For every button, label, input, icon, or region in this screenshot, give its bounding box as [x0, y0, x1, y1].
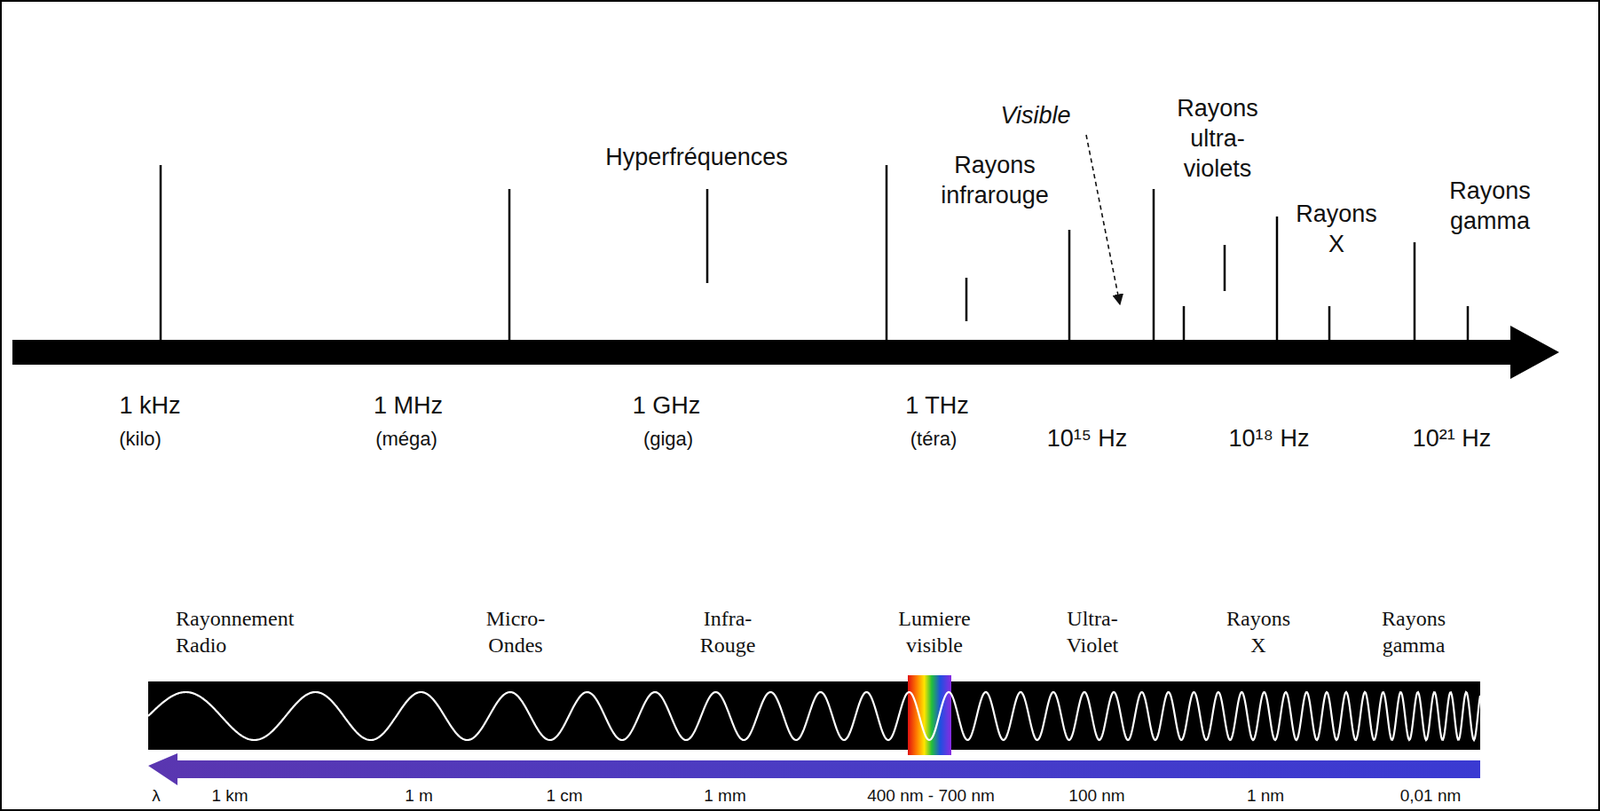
- wavelength-arrow: [148, 753, 1481, 786]
- region-name: Visible: [1000, 101, 1071, 130]
- frequency-label: 10²¹ Hz: [1412, 424, 1492, 453]
- band-name: Ultra-Violet: [1052, 605, 1133, 659]
- frequency-label: 1 MHz: [373, 391, 443, 420]
- band-name: Rayons X: [1218, 605, 1299, 659]
- band-name: Infra-Rouge: [687, 605, 768, 659]
- region-name: Rayons ultra-violets: [1162, 94, 1274, 184]
- frequency-label: 1 kHz: [118, 391, 181, 420]
- frequency-label: 10¹⁸ Hz: [1229, 424, 1310, 453]
- wavelength-label: 1 m: [404, 786, 434, 807]
- frequency-axis: [12, 325, 1560, 379]
- wavelength-label: 1 nm: [1246, 786, 1285, 807]
- region-name: Rayons infrarouge: [923, 150, 1066, 212]
- wavelength-label: 0,01 nm: [1400, 786, 1462, 807]
- region-name: Rayons gamma: [1436, 176, 1544, 237]
- visible-rainbow: [907, 675, 952, 756]
- wave-band: [148, 681, 1481, 750]
- wave: [148, 692, 1481, 741]
- prefix-label: (kilo): [118, 427, 162, 451]
- band-name: Micro-Ondes: [475, 605, 556, 659]
- axis-ticks: [160, 165, 1468, 340]
- region-name: Hyperfréquences: [605, 142, 789, 172]
- wavelength-label: 1 mm: [703, 786, 747, 807]
- wavelength-symbol: λ: [151, 786, 161, 807]
- prefix-label: (méga): [375, 427, 438, 451]
- prefix-label: (giga): [643, 427, 694, 451]
- prefix-label: (téra): [910, 427, 958, 451]
- wavelength-label: 100 nm: [1068, 786, 1125, 807]
- band-name: Rayons gamma: [1369, 605, 1459, 659]
- wave-layer: [148, 692, 1481, 741]
- frequency-label: 10¹⁵ Hz: [1047, 424, 1128, 453]
- wavelength-label: 400 nm - 700 nm: [866, 786, 995, 807]
- region-name: Rayons X: [1287, 199, 1386, 261]
- wavelength-label: 1 km: [211, 786, 248, 807]
- frequency-label: 1 THz: [905, 391, 970, 420]
- wavelength-label: 1 cm: [545, 786, 583, 807]
- visible-pointer: [1086, 134, 1120, 305]
- band-name: Rayonnement Radio: [175, 605, 345, 659]
- band-name: Lumiere visible: [885, 605, 984, 659]
- frequency-label: 1 GHz: [632, 391, 702, 420]
